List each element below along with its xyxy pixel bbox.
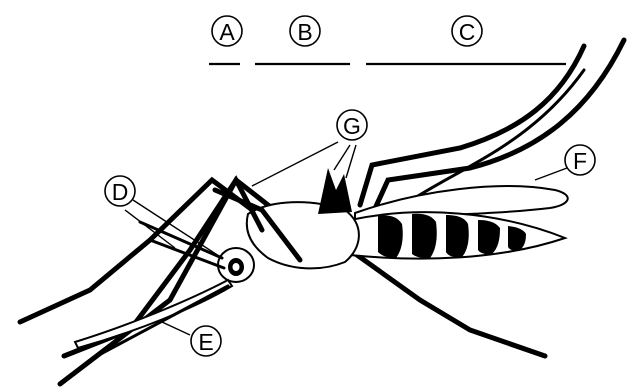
callout-a: A — [212, 16, 242, 46]
callout-f-label: F — [573, 148, 587, 174]
callout-e: E — [191, 326, 221, 356]
abdomen-stripe-1 — [378, 215, 403, 258]
callout-b: B — [290, 16, 320, 46]
leader-g-2 — [334, 145, 350, 170]
head — [218, 248, 254, 282]
callout-e-label: E — [198, 329, 213, 355]
leader-g-1 — [252, 142, 338, 186]
callout-b-label: B — [297, 19, 312, 45]
callout-d-label: D — [112, 179, 129, 205]
abdomen-stripe-2 — [412, 214, 437, 258]
hind-leg-far-lower — [350, 250, 545, 356]
callout-f: F — [565, 145, 595, 175]
callout-c-label: C — [459, 19, 476, 45]
leader-f — [535, 168, 567, 180]
leader-e — [162, 322, 190, 335]
abdomen-stripe-3 — [446, 215, 469, 257]
callout-c: C — [452, 16, 482, 46]
callout-g-label: G — [343, 113, 361, 139]
abdomen — [350, 212, 565, 258]
callout-g: G — [337, 110, 367, 140]
callout-a-label: A — [219, 19, 235, 45]
callout-d: D — [105, 176, 135, 206]
